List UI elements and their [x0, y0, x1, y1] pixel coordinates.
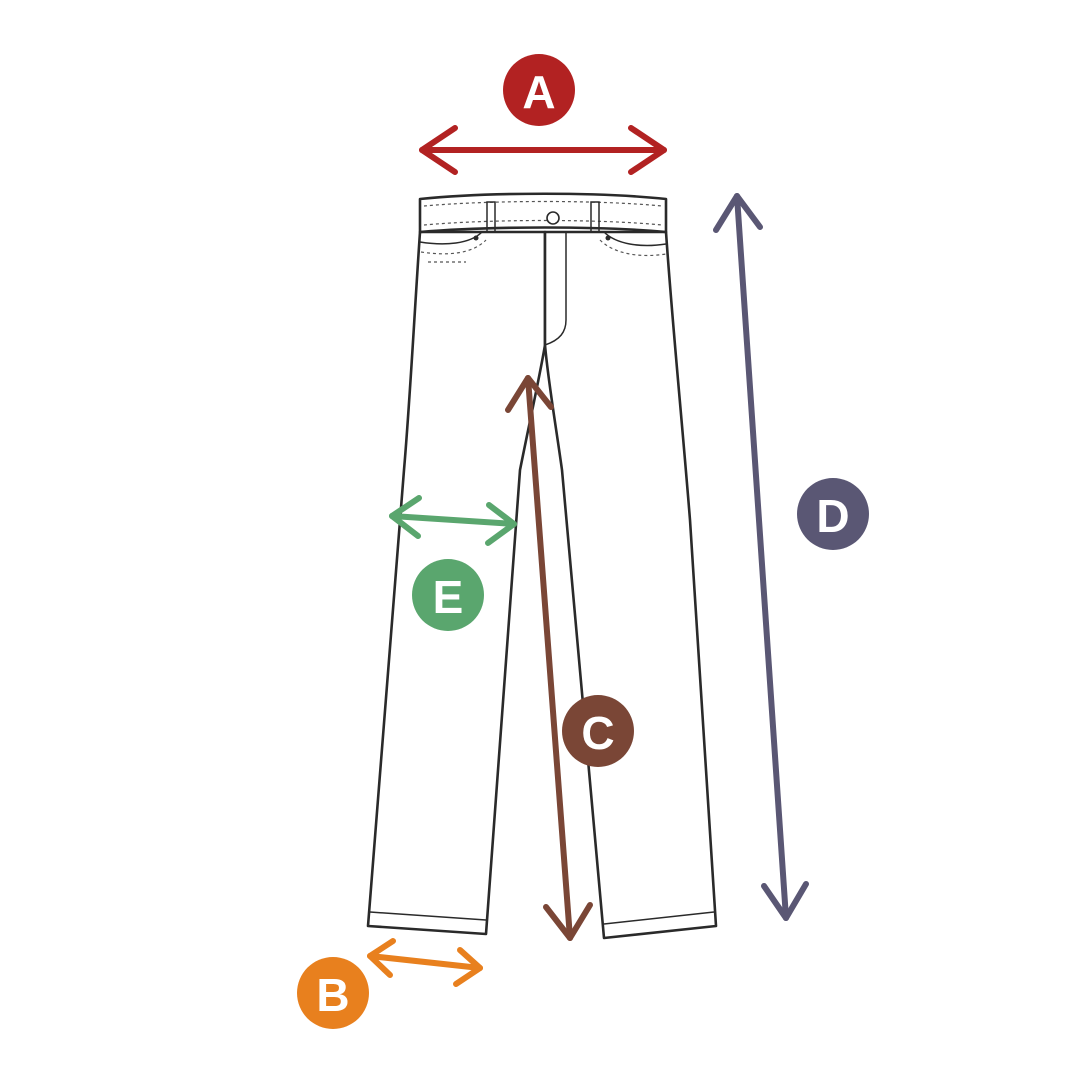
belt-loop-left — [486, 201, 496, 233]
left-pocket-stitch — [420, 239, 487, 255]
left-pocket-icon — [419, 231, 483, 245]
badge-letter-a: A — [522, 66, 555, 118]
measurement-arrow-c — [505, 375, 593, 941]
measurement-badge-a: A — [503, 54, 575, 126]
measurement-badge-e: E — [412, 559, 484, 631]
left-hem-line — [369, 911, 487, 921]
right-leg — [543, 230, 718, 940]
badge-letter-e: E — [433, 571, 464, 623]
badge-letter-b: B — [316, 969, 349, 1021]
rivet-left — [473, 235, 479, 241]
right-hem-line — [603, 911, 715, 925]
waistband — [418, 192, 668, 234]
right-pocket-icon — [603, 231, 667, 247]
rivet-right — [605, 235, 611, 241]
measurement-badge-d: D — [797, 478, 869, 550]
waistband-stitch-top — [423, 200, 663, 207]
fly-stitch — [544, 232, 567, 346]
button-icon — [546, 211, 560, 225]
badge-letter-d: D — [816, 490, 849, 542]
measurement-arrow-e — [389, 495, 517, 546]
waistband-stitch-bottom — [423, 219, 663, 226]
measurement-badge-c: C — [562, 695, 634, 767]
measurement-badge-b: B — [297, 957, 369, 1029]
measurement-arrow-d — [713, 193, 809, 921]
right-pocket-stitch — [599, 239, 667, 257]
measurement-arrow-a — [419, 125, 667, 175]
badge-letter-c: C — [581, 707, 614, 759]
belt-loop-right — [590, 201, 600, 233]
measurement-arrow-b — [367, 938, 483, 987]
